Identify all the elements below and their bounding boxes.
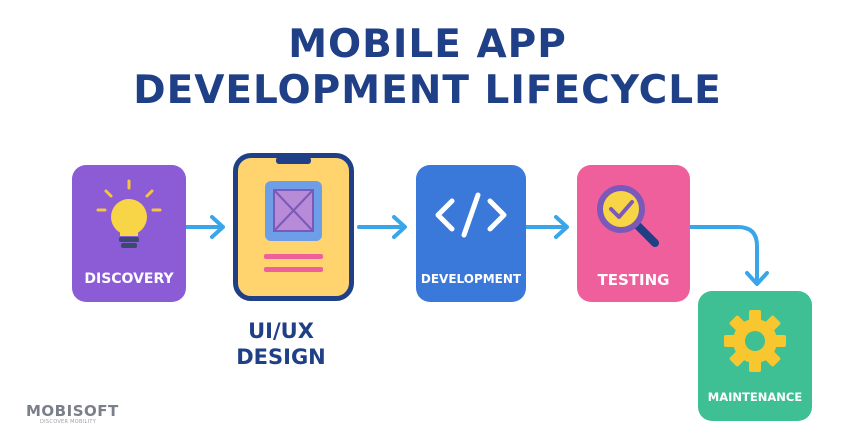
stage-discovery-label: DISCOVERY [84, 271, 174, 287]
lightbulb-icon [96, 179, 162, 248]
diagram-title-line2: DEVELOPMENT LIFECYCLE [133, 68, 722, 113]
stage-uiux-card [233, 153, 354, 301]
stage-uiux-label-line2: DESIGN [236, 345, 326, 369]
gear-icon [724, 310, 786, 372]
stage-testing-card: TESTING [577, 165, 690, 302]
arrow-development-to-testing [524, 215, 569, 239]
diagram-title-line1: MOBILE APP [288, 22, 567, 67]
stage-testing-label: TESTING [597, 271, 670, 289]
arrow-testing-to-maintenance [688, 225, 769, 286]
stage-development-card: DEVELOPMENT [416, 165, 526, 302]
brand-tagline: DISCOVER MOBILITY [40, 419, 97, 425]
magnifier-check-icon [597, 185, 659, 247]
stage-discovery-card: DISCOVERY [72, 165, 186, 302]
stage-uiux-label-line1: UI/UX [248, 319, 314, 343]
stage-development-label: DEVELOPMENT [420, 272, 522, 286]
stage-maintenance-label: MAINTENANCE [707, 390, 803, 404]
arrow-uiux-to-development [357, 215, 407, 239]
stage-maintenance-card: MAINTENANCE [698, 291, 812, 421]
arrow-discovery-to-uiux [184, 215, 225, 239]
wireframe-phone-icon [264, 158, 323, 272]
brand-logo: MOBISOFT [26, 402, 119, 420]
code-icon [435, 192, 507, 238]
